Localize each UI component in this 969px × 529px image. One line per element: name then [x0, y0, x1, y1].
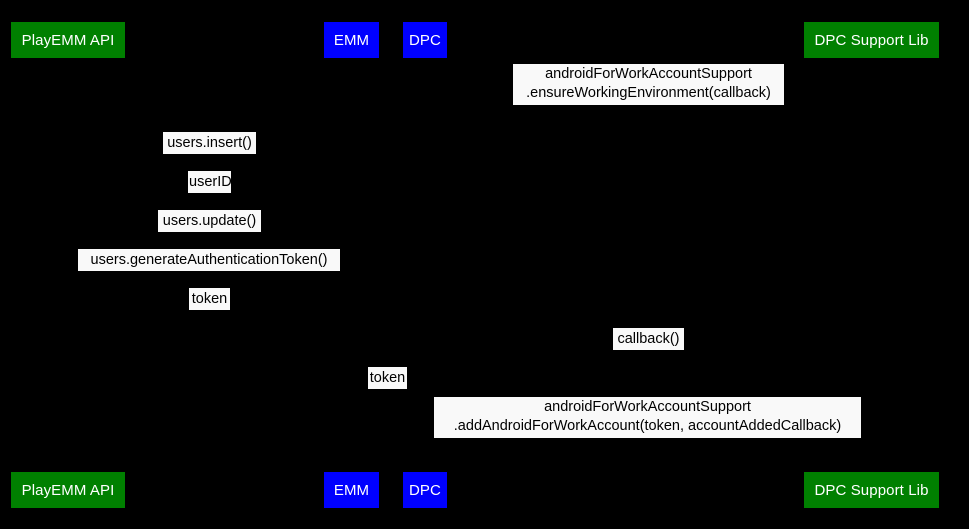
participant-label: DPC — [409, 481, 441, 499]
message-line-5 — [68, 271, 351, 272]
message-label-user-id: userID — [188, 171, 232, 193]
lifeline-dpc-support-lib — [871, 60, 872, 470]
message-line-2 — [68, 154, 351, 155]
participant-dpc-support-lib-bottom[interactable]: DPC Support Lib — [804, 472, 939, 508]
participant-label: DPC — [409, 31, 441, 49]
lifeline-emm — [351, 60, 352, 470]
message-label-token-to-dpc: token — [368, 367, 407, 389]
message-line-3 — [68, 193, 351, 194]
participant-dpc-support-lib-top[interactable]: DPC Support Lib — [804, 22, 939, 58]
message-line-8 — [351, 389, 425, 390]
message-label-users-insert: users.insert() — [163, 132, 256, 154]
message-line-6 — [68, 310, 351, 311]
participant-label: EMM — [333, 31, 370, 49]
participant-emm-bottom[interactable]: EMM — [324, 472, 379, 508]
participant-dpc-top[interactable]: DPC — [403, 22, 447, 58]
participant-label: PlayEMM API — [21, 481, 115, 499]
message-line-1 — [425, 105, 871, 106]
message-line-7 — [425, 350, 871, 351]
participant-dpc-bottom[interactable]: DPC — [403, 472, 447, 508]
message-label-callback: callback() — [613, 328, 684, 350]
lifeline-playemm-api — [68, 60, 69, 470]
participant-playemm-api-top[interactable]: PlayEMM API — [11, 22, 125, 58]
participant-playemm-api-bottom[interactable]: PlayEMM API — [11, 472, 125, 508]
lifeline-dpc — [425, 60, 426, 470]
message-line-9 — [425, 438, 871, 439]
participant-label: PlayEMM API — [21, 31, 115, 49]
message-label-users-update: users.update() — [158, 210, 261, 232]
participant-label: DPC Support Lib — [814, 481, 929, 499]
message-label-ensure-working-environment: androidForWorkAccountSupport .ensureWork… — [513, 64, 784, 105]
message-label-token-to-emm: token — [189, 288, 230, 310]
participant-emm-top[interactable]: EMM — [324, 22, 379, 58]
participant-label: DPC Support Lib — [814, 31, 929, 49]
participant-label: EMM — [333, 481, 370, 499]
message-label-add-android-for-work-account: androidForWorkAccountSupport .addAndroid… — [434, 397, 861, 438]
message-line-4 — [68, 232, 351, 233]
message-label-generate-authentication-token: users.generateAuthenticationToken() — [78, 249, 340, 271]
